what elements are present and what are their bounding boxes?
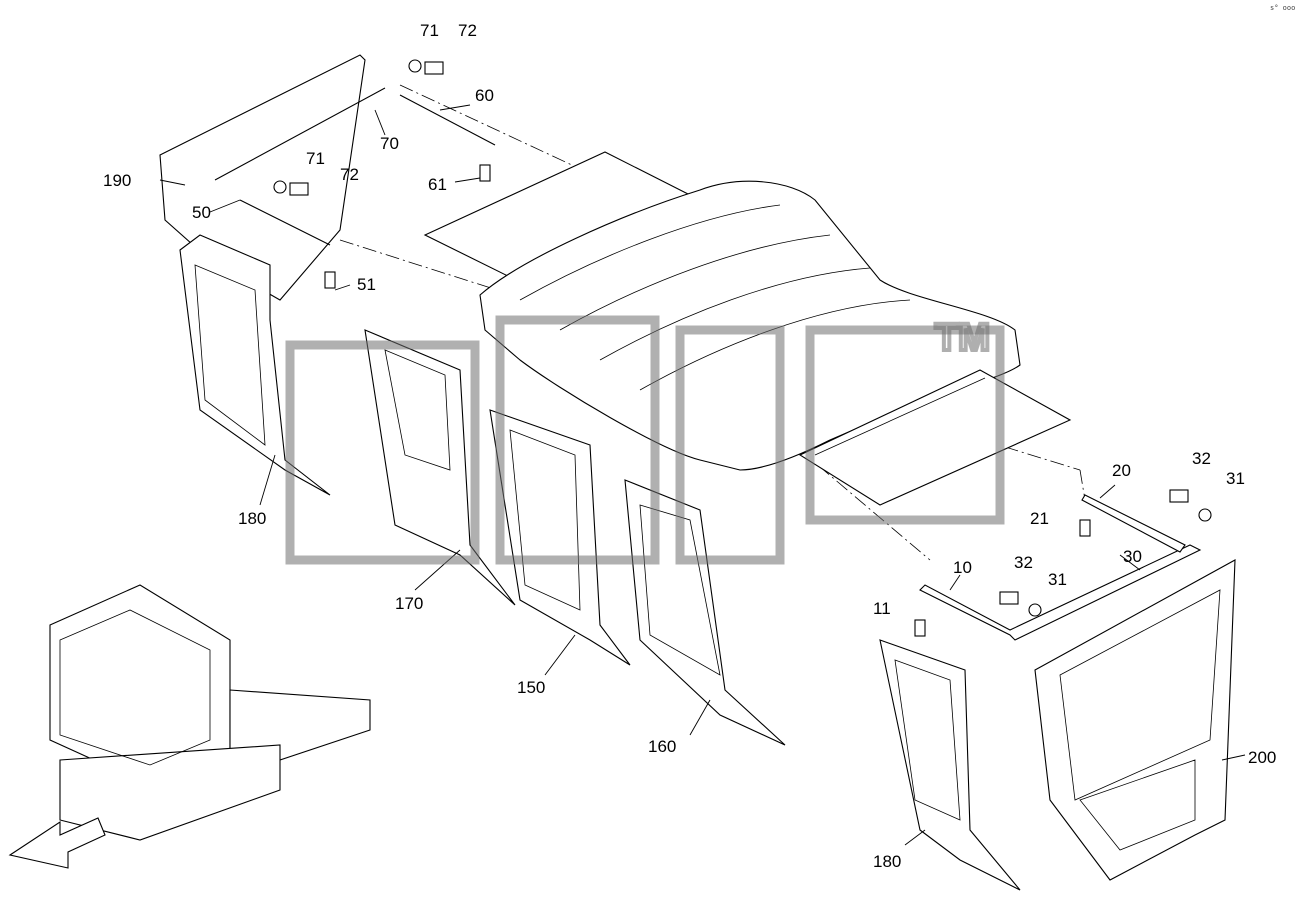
callout-11: 11 bbox=[873, 599, 891, 618]
callout-180: 180 bbox=[873, 852, 902, 871]
callout-72: 72 bbox=[340, 165, 359, 184]
callout-180: 180 bbox=[238, 509, 267, 528]
callout-32: 32 bbox=[1192, 449, 1211, 468]
callout-32: 32 bbox=[1014, 553, 1033, 572]
callout-20: 20 bbox=[1112, 461, 1131, 480]
right-side-panels bbox=[879, 494, 1236, 891]
callout-31: 31 bbox=[1226, 469, 1245, 488]
callout-190: 190 bbox=[103, 171, 132, 190]
callout-50: 50 bbox=[192, 203, 211, 222]
callout-60: 60 bbox=[475, 86, 494, 105]
callout-51: 51 bbox=[357, 275, 376, 294]
callout-61: 61 bbox=[428, 175, 447, 194]
callout-10: 10 bbox=[953, 558, 972, 577]
machine-overview-thumbnail bbox=[8, 584, 371, 869]
callout-150: 150 bbox=[517, 678, 546, 697]
callout-200: 200 bbox=[1248, 748, 1277, 767]
callout-72: 72 bbox=[458, 21, 477, 40]
corner-code: s° ooo bbox=[1270, 4, 1296, 12]
watermark bbox=[285, 315, 1005, 565]
callout-71: 71 bbox=[420, 21, 439, 40]
callout-30: 30 bbox=[1123, 547, 1142, 566]
watermark-tm: TM bbox=[935, 317, 990, 359]
fasteners bbox=[273, 59, 1212, 637]
callout-70: 70 bbox=[380, 134, 399, 153]
callout-31: 31 bbox=[1048, 570, 1067, 589]
rear-left-panels bbox=[159, 54, 496, 496]
callout-170: 170 bbox=[395, 594, 424, 613]
door-panels bbox=[364, 329, 786, 746]
callout-71: 71 bbox=[306, 149, 325, 168]
leader-lines bbox=[159, 104, 1246, 846]
callout-160: 160 bbox=[648, 737, 677, 756]
callout-21: 21 bbox=[1030, 509, 1049, 528]
